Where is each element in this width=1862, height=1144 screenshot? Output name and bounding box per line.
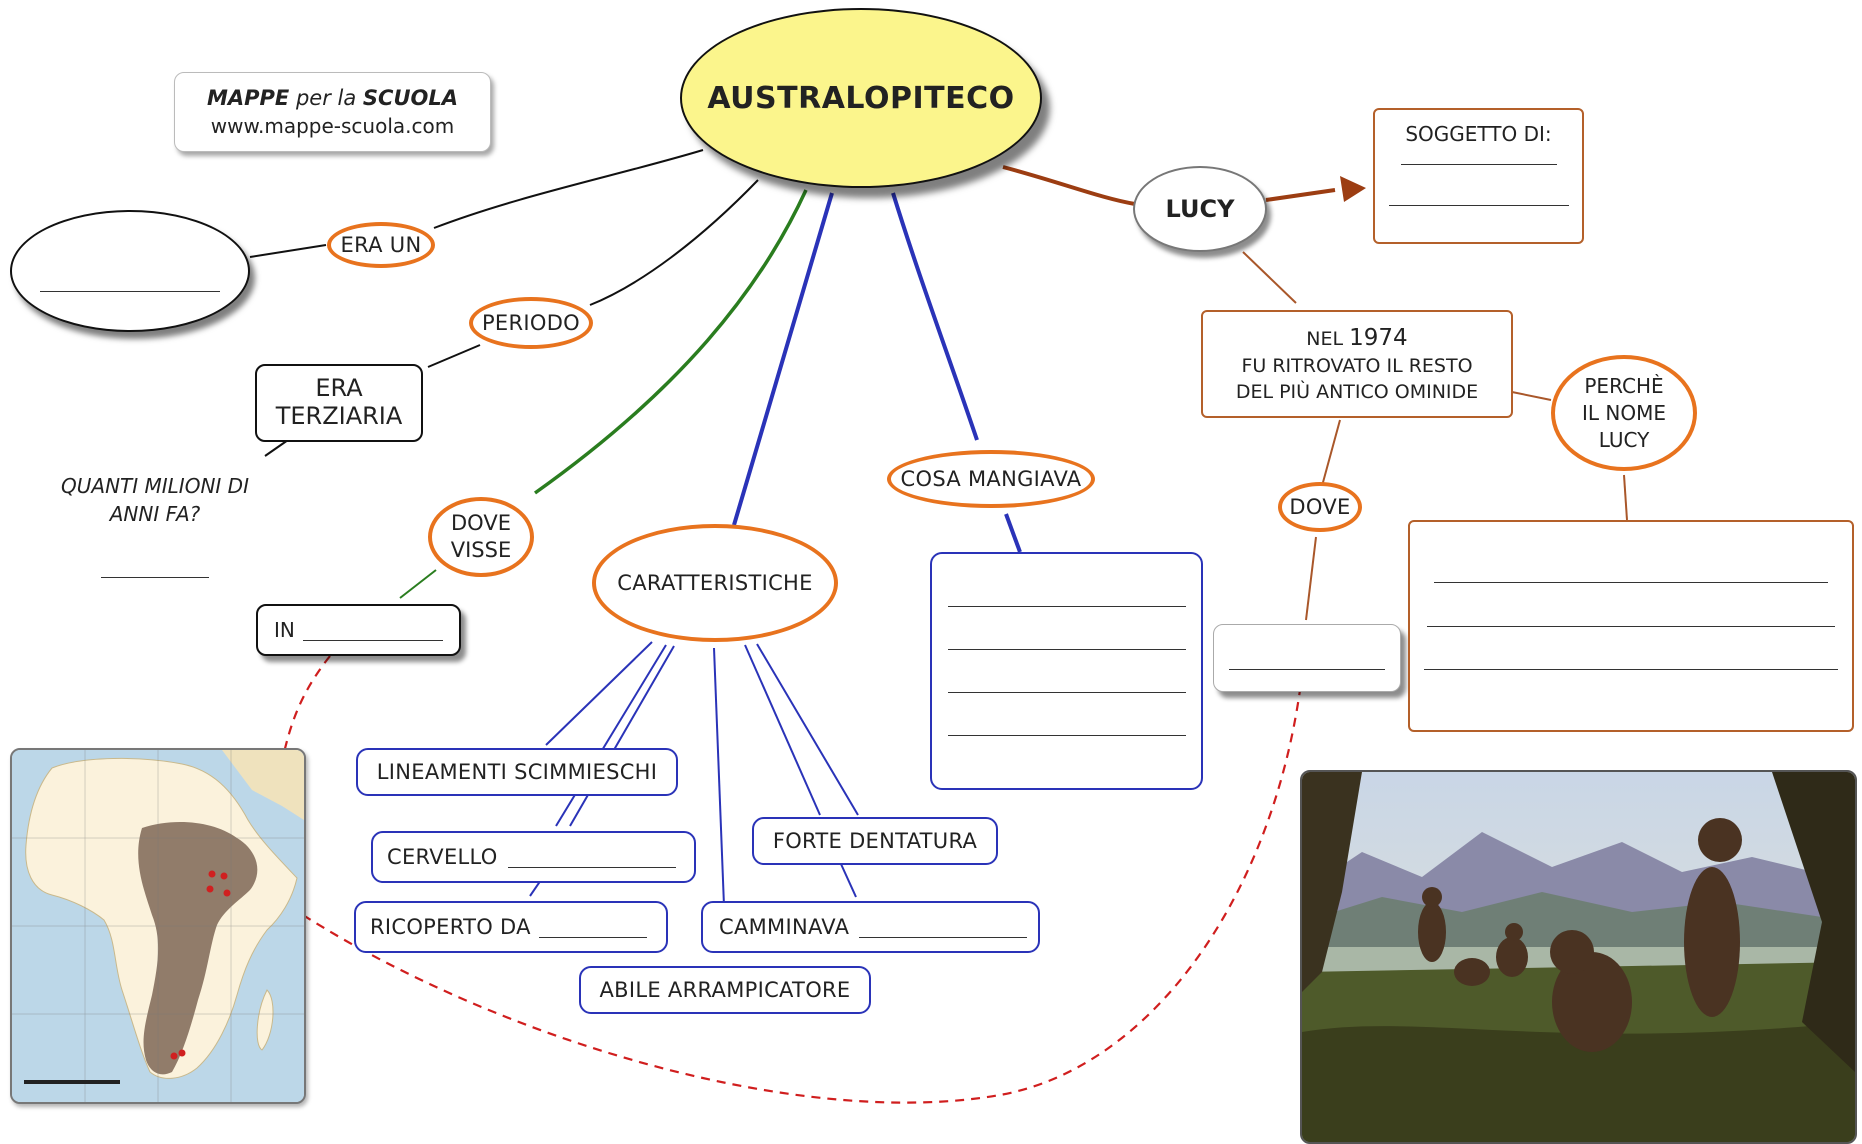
central-title: AUSTRALOPITECO (707, 80, 1015, 116)
dove-visse-line2: VISSE (450, 538, 512, 562)
perche-line1: PERCHÈ (1584, 373, 1664, 398)
nel-1974-line2: FU RITROVATO IL RESTO (1241, 354, 1473, 377)
era-un-label: ERA UN (327, 222, 435, 268)
cervello-label: CERVELLO (387, 845, 498, 869)
nel-prefix: NEL (1306, 327, 1344, 350)
era-terziaria-line1: ERA (315, 374, 363, 403)
cosa-mangiava-line-2 (947, 649, 1186, 650)
nel-1974-line3: DEL PIÙ ANTICO OMINIDE (1235, 380, 1479, 403)
era-un-answer-line (40, 290, 220, 292)
cosa-mangiava-answer-box[interactable] (930, 552, 1203, 790)
brand-scuola: SCUOLA (362, 86, 458, 110)
cosa-mangiava-label: COSA MANGIAVA (887, 450, 1095, 508)
ricoperto-label: RICOPERTO DA (370, 915, 531, 939)
soggetto-line-1 (1400, 164, 1557, 165)
soggetto-label: SOGGETTO DI: (1405, 122, 1552, 146)
era-terziaria-line2: TERZIARIA (275, 402, 403, 430)
dove-visse-label: DOVE VISSE (428, 497, 534, 577)
cosa-mangiava-line-3 (947, 692, 1186, 693)
camminava-label: CAMMINAVA (719, 915, 850, 939)
era-terziaria-box: ERA TERZIARIA (255, 364, 423, 442)
brand-url: www.mappe-scuola.com (210, 114, 455, 138)
in-answer-box[interactable]: IN (256, 604, 461, 656)
perche-line3: LUCY (1598, 427, 1650, 452)
perche-line2: IL NOME (1582, 400, 1666, 425)
camminava-box[interactable]: CAMMINAVA (701, 901, 1040, 953)
quanti-answer-line[interactable] (101, 575, 209, 578)
quanti-milioni-question: QUANTI MILIONI DI ANNI FA? (40, 472, 270, 528)
era-un-answer-field[interactable] (10, 210, 250, 332)
dove-answer-line (1229, 668, 1385, 670)
brand-per-la: per la (295, 86, 357, 110)
central-node: AUSTRALOPITECO (680, 8, 1042, 188)
nel-1974-box: NEL 1974 FU RITROVATO IL RESTO DEL PIÙ A… (1201, 310, 1513, 418)
in-label: IN (274, 618, 295, 642)
cervello-box[interactable]: CERVELLO (371, 831, 696, 883)
dove-answer-box[interactable] (1213, 624, 1401, 692)
brand-title: MAPPE per la SCUOLA (207, 86, 458, 110)
cosa-mangiava-line-4 (947, 735, 1186, 736)
perche-line-2 (1427, 625, 1835, 627)
africa-map-image (12, 750, 304, 1102)
nel-year: 1974 (1349, 324, 1408, 351)
nel-1974-line1: NEL 1974 (1306, 323, 1407, 354)
perche-label: PERCHÈ IL NOME LUCY (1551, 355, 1697, 471)
australopithecus-illustration (1300, 770, 1857, 1144)
dove-label: DOVE (1278, 482, 1362, 532)
soggetto-line-2 (1388, 205, 1569, 206)
africa-map (10, 748, 306, 1104)
brand-mappe: MAPPE (207, 86, 290, 110)
abile-arrampicatore-box: ABILE ARRAMPICATORE (579, 966, 871, 1014)
quanti-line2: ANNI FA? (109, 502, 201, 526)
lucy-node: LUCY (1133, 166, 1267, 252)
in-answer-line (302, 620, 443, 641)
perche-line-3 (1424, 668, 1838, 670)
lucy-title: LUCY (1165, 195, 1235, 223)
perche-line-1 (1434, 582, 1828, 584)
scene-image (1302, 772, 1855, 1142)
lineamenti-box: LINEAMENTI SCIMMIESCHI (356, 748, 678, 796)
dove-visse-line1: DOVE (451, 510, 511, 535)
cervello-answer-line (507, 847, 676, 868)
periodo-label: PERIODO (469, 297, 593, 349)
ricoperto-box[interactable]: RICOPERTO DA (354, 901, 668, 953)
ricoperto-answer-line (538, 917, 647, 938)
forte-dentatura-box: FORTE DENTATURA (752, 817, 998, 865)
cosa-mangiava-line-1 (947, 606, 1186, 607)
quanti-line1: QUANTI MILIONI DI (61, 474, 249, 498)
soggetto-box[interactable]: SOGGETTO DI: (1373, 108, 1584, 244)
camminava-answer-line (859, 917, 1028, 938)
brand-box: MAPPE per la SCUOLA www.mappe-scuola.com (174, 72, 491, 152)
perche-answer-box[interactable] (1408, 520, 1854, 732)
caratteristiche-label: CARATTERISTICHE (592, 524, 838, 642)
